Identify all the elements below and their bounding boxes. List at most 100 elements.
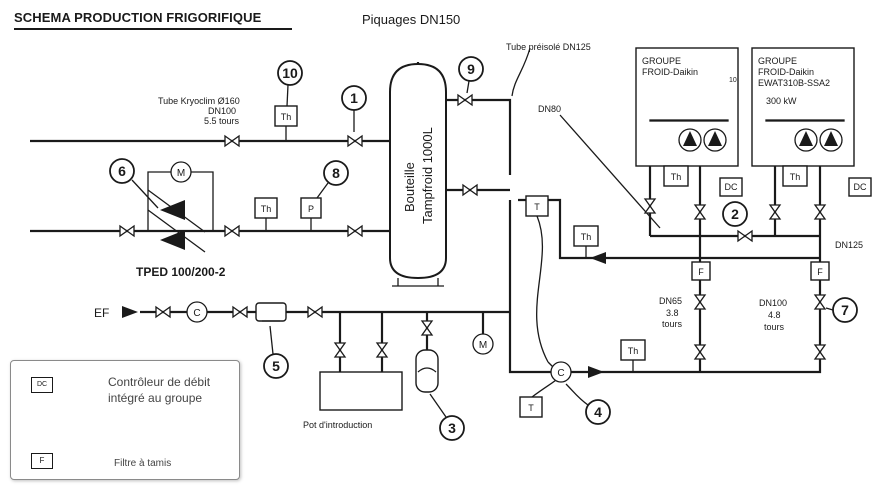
- svg-text:M: M: [479, 340, 487, 351]
- valve-icon: [224, 225, 240, 237]
- vessels: [255, 302, 439, 411]
- valve-icon: [224, 135, 240, 147]
- legend-dc-line1: Contrôleur de débit: [108, 375, 211, 389]
- label-dn125: DN125: [835, 240, 863, 250]
- valve-icon: [347, 225, 363, 237]
- valve-icon: [462, 184, 478, 196]
- meter-icon: [186, 301, 208, 323]
- label-tube-kryoclim: Tube Kryoclim Ø160: [158, 96, 240, 106]
- label-ef: EF: [94, 306, 109, 320]
- svg-text:T: T: [534, 202, 540, 212]
- pipe-network: [30, 47, 822, 398]
- pipe-labels: Tube Kryoclim Ø160 DN100 5.5 tours Tube …: [94, 42, 863, 430]
- valve-icon: [814, 344, 826, 360]
- label-dn80: DN80: [538, 104, 561, 114]
- dosing-pot: [319, 371, 403, 411]
- label-dn65: DN65: [659, 296, 682, 306]
- motor-icon: [472, 333, 494, 355]
- valve-icon: [457, 94, 473, 106]
- callout-3: 3: [448, 420, 456, 436]
- svg-text:Th: Th: [628, 346, 639, 356]
- tank-label-2: Tampfroid 1000L: [420, 127, 435, 224]
- label-dn100-a: DN100: [208, 106, 236, 116]
- temperature-sensor: [525, 195, 549, 217]
- valve-icon: [814, 294, 826, 310]
- label-dn100-b-value: 4.8: [768, 310, 781, 320]
- valve-icon: [347, 135, 363, 147]
- legend-dc-symbol: DC: [31, 377, 53, 393]
- valve-icon: [232, 306, 248, 318]
- svg-text:P: P: [308, 204, 314, 214]
- motor-icon: [170, 161, 192, 183]
- callouts: 1 2 3 4 5 6 7 8 9 10: [109, 56, 858, 441]
- svg-text:Th: Th: [671, 172, 682, 182]
- label-dn65-value: 3.8: [666, 308, 679, 318]
- svg-text:C: C: [557, 368, 564, 379]
- svg-text:Th: Th: [790, 172, 801, 182]
- meter-icon: [550, 361, 572, 383]
- label-dn65-unit: tours: [662, 319, 683, 329]
- chiller-group-2: GROUPE FROID-Daikin EWAT310B-SSA2 300 kW: [751, 47, 855, 167]
- svg-text:Th: Th: [581, 232, 592, 242]
- valve-icon: [694, 294, 706, 310]
- flow-controller: [719, 177, 743, 197]
- group-2-line3: EWAT310B-SSA2: [758, 78, 830, 88]
- callout-5: 5: [272, 358, 280, 374]
- label-tours-a: 5.5 tours: [204, 116, 240, 126]
- thermometer-sensor: [663, 165, 689, 187]
- expansion-vessel: [415, 349, 439, 393]
- label-pot: Pot d'introduction: [303, 420, 372, 430]
- flow-controller: [848, 177, 872, 197]
- svg-text:F: F: [698, 267, 704, 277]
- thermometer-sensor: [573, 225, 599, 247]
- legend-panel: DC Contrôleur de débit intégré au groupe…: [10, 360, 240, 480]
- callout-1: 1: [350, 90, 358, 106]
- valve-icon: [814, 204, 826, 220]
- valve-icon: [644, 198, 656, 214]
- legend-dc-line2: intégré au groupe: [108, 391, 203, 405]
- svg-text:DC: DC: [725, 182, 738, 192]
- dirt-separator: [255, 302, 287, 322]
- label-tube-preisole: Tube préisolé DN125: [506, 42, 591, 52]
- tank-label-1: Bouteille: [402, 162, 417, 212]
- valve-icon: [307, 306, 323, 318]
- svg-text:Th: Th: [261, 204, 272, 214]
- svg-text:Th: Th: [281, 112, 292, 122]
- twin-pump: [147, 189, 206, 253]
- arrow-return: [590, 252, 606, 264]
- group-1-line1: GROUPE: [642, 56, 681, 66]
- callout-9: 9: [467, 61, 475, 77]
- svg-text:M: M: [177, 168, 185, 179]
- thermometer-sensor: [782, 165, 808, 187]
- callout-7: 7: [841, 302, 849, 318]
- pump-icon: [160, 230, 185, 250]
- callout-10: 10: [282, 65, 298, 81]
- arrow-ef-in: [122, 306, 138, 318]
- valve-icon: [769, 204, 781, 220]
- group-2-line4: 300 kW: [766, 96, 797, 106]
- diagram-subtitle: Piquages DN150: [362, 12, 461, 27]
- svg-text:C: C: [193, 308, 200, 319]
- group-1-line2: FROID-Daikin: [642, 67, 698, 77]
- callout-6: 6: [118, 163, 126, 179]
- thermometer-sensor: [620, 339, 646, 361]
- strainer-filter: [691, 261, 711, 281]
- valve-icon: [334, 342, 346, 358]
- valve-icon: [376, 342, 388, 358]
- svg-text:DC: DC: [854, 182, 867, 192]
- valve-icon: [694, 344, 706, 360]
- legend-f-text: Filtre à tamis: [114, 458, 172, 469]
- thermometer-sensor: [274, 105, 298, 127]
- round-symbols: M C M C: [170, 161, 572, 383]
- label-tped: TPED 100/200-2: [136, 265, 226, 279]
- label-stray: 10: [729, 77, 737, 84]
- thermometer-sensor: [254, 197, 278, 219]
- sensors: Th Th P T Th T Th Th Th DC DC F F: [254, 105, 872, 418]
- svg-text:T: T: [528, 403, 534, 413]
- group-2-line1: GROUPE: [758, 56, 797, 66]
- flow-arrows: [122, 252, 606, 378]
- buffer-tank: Bouteille Tampfroid 1000L: [389, 62, 447, 287]
- chiller-group-1: GROUPE FROID-Daikin: [635, 47, 739, 167]
- pump-icon: [160, 200, 185, 220]
